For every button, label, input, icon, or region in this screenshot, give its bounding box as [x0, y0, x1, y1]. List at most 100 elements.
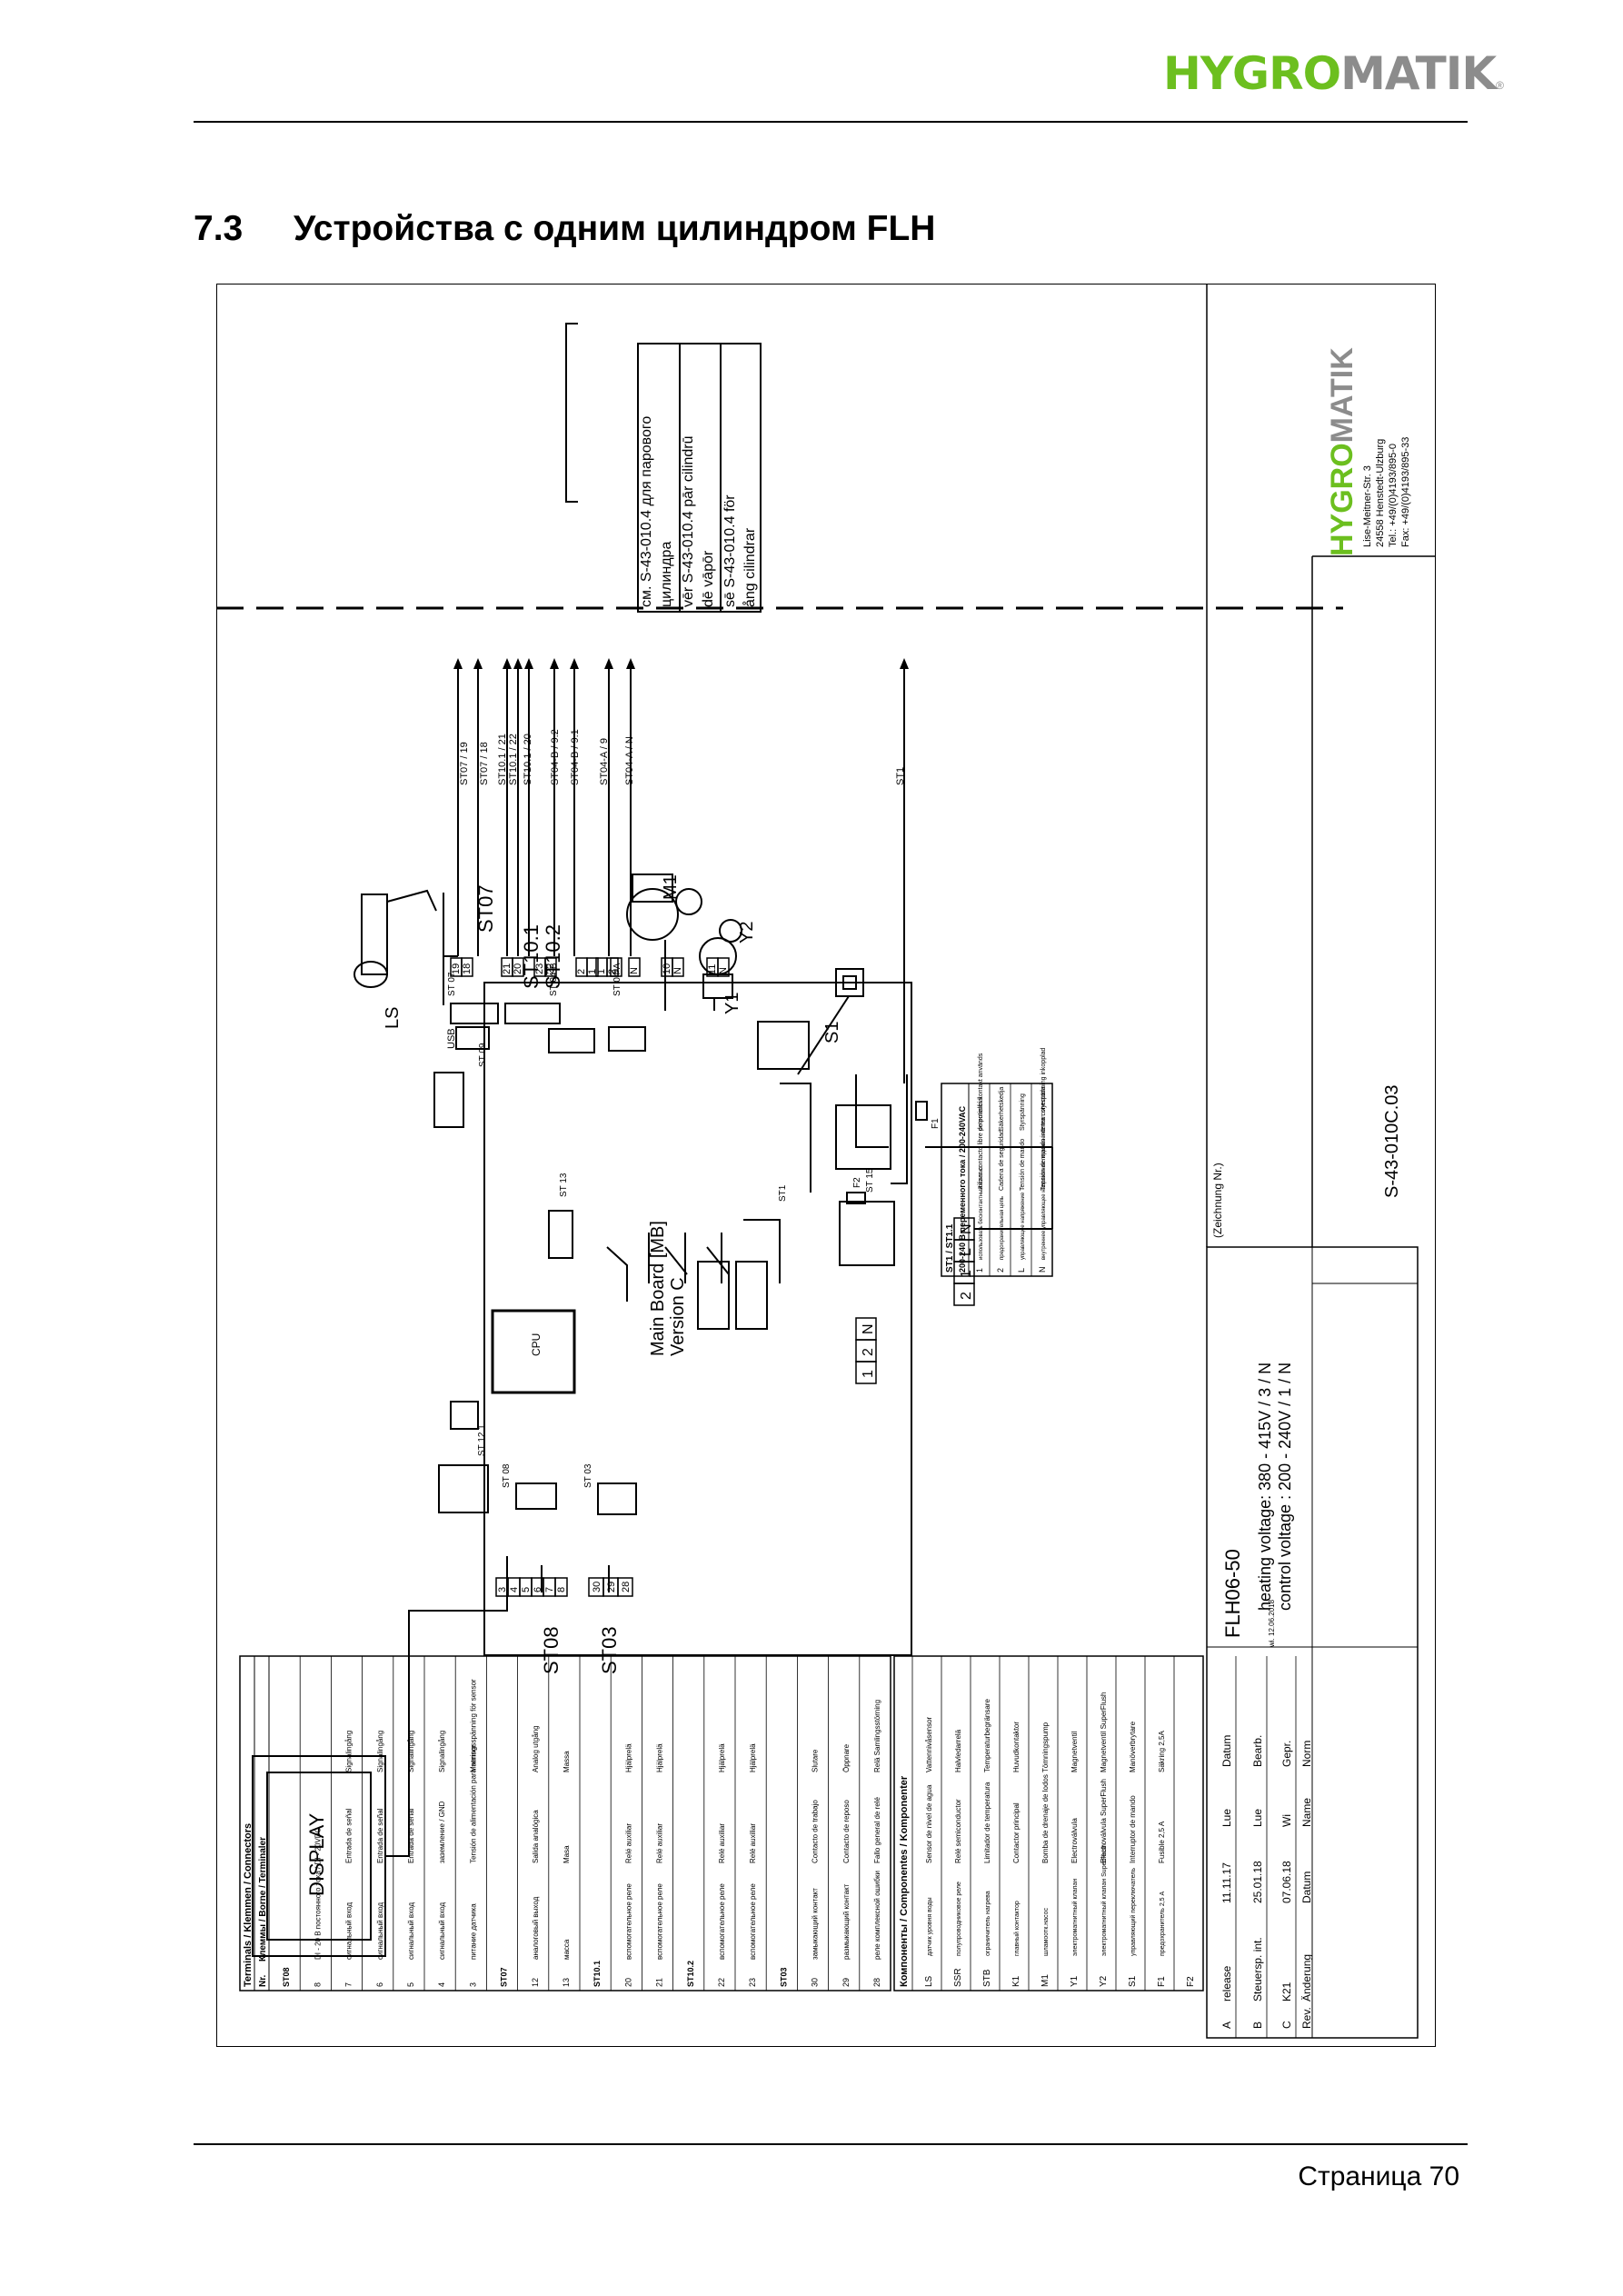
pump-m1 — [626, 873, 702, 1011]
terminal-table-cell: 13 — [562, 1978, 571, 1987]
components-table-cell: управляющий переключатель — [1130, 1868, 1137, 1956]
board-st1-label: ST1 — [778, 1184, 788, 1202]
st03-header — [597, 1482, 637, 1515]
terminal-label: N — [861, 1323, 876, 1334]
terminal-table-cell: ST03 — [779, 1967, 788, 1987]
note-line: цилиндра — [659, 542, 674, 607]
terminal-label: 20 — [513, 963, 523, 974]
cpu-chip — [491, 1309, 576, 1394]
terminal-table-cell: Relä Samlingsstörning — [873, 1700, 881, 1772]
terminal-label: 2 — [861, 1348, 876, 1356]
terminal-label: 2 — [607, 969, 618, 974]
revision-cell: A — [1220, 2021, 1233, 2029]
terminal-box — [628, 957, 641, 977]
terminal-table-cell: 21 — [655, 1978, 664, 1987]
components-table-cell: Limitador de temperatura — [983, 1782, 991, 1863]
terminal-box — [512, 957, 524, 977]
terminal-label: 8 — [556, 1587, 567, 1592]
st1-table-cell: utilizar contacto libre de potencial — [978, 1096, 984, 1191]
components-table-cell: Magnetventil — [1070, 1731, 1079, 1772]
revision-header: Änderung — [1300, 1954, 1313, 2002]
terminal-label: 7 — [544, 1587, 555, 1592]
components-table-cell: Temperaturbegränsare — [983, 1699, 991, 1772]
terminal-table-cell: Signalingång — [345, 1731, 353, 1772]
display-label: DISPLAY — [305, 1812, 328, 1896]
board-name: Main Board [MB] — [648, 1221, 668, 1356]
terminal-table-cell: сигнальный вход — [345, 1902, 353, 1960]
st09-header — [455, 1026, 490, 1050]
terminal-table-cell: Analog utgång — [532, 1725, 540, 1772]
st1-table-cell: 1 — [975, 1268, 984, 1273]
terminal-table-cell: 3 — [468, 1982, 477, 1987]
components-table-cell: электромагнитный клапан — [1071, 1879, 1079, 1956]
components-table-cell: Contactor principal — [1012, 1802, 1021, 1863]
revision-cell: Lue — [1220, 1809, 1233, 1827]
ls-label: LS — [383, 1007, 403, 1029]
wire-label: ST04-A / N — [624, 736, 635, 785]
terminal-table-cell: Masa — [563, 1845, 571, 1863]
valve-y1-y2 — [699, 919, 742, 1011]
components-table-cell: K1 — [1011, 1975, 1021, 1987]
st1-table-cell: Säkerhetskedja — [999, 1087, 1005, 1131]
components-table-cell: Magnetventil SuperFlush — [1100, 1692, 1108, 1773]
terminal-label: L — [959, 1248, 974, 1256]
terminal-table-cell: сигнальный вход — [376, 1902, 384, 1960]
components-table-cell: F2 — [1186, 1976, 1196, 1987]
terminal-table-cell: вспомогательное реле — [656, 1883, 664, 1960]
components-table-cell: Halvledarrelä — [954, 1729, 962, 1772]
terminal-table-cell: питание датчика — [469, 1903, 477, 1960]
title-block-logo: HYGROMATIK — [1325, 347, 1359, 556]
components-table-cell: S1 — [1128, 1975, 1138, 1987]
st07-connector-label: ST07 — [474, 884, 497, 933]
components-table-cell: Interruptor de mando — [1129, 1795, 1137, 1863]
terminal-table-cell: ST10.1 — [592, 1961, 602, 1987]
revision-cell: 07.06.18 — [1280, 1861, 1293, 1903]
revision-cell: Wi — [1280, 1814, 1293, 1827]
components-table-cell: ограничитель нагрева — [985, 1891, 991, 1956]
page-number: Страница 70 — [1298, 2161, 1459, 2191]
st1-table-cell: Cadena de seguridad — [999, 1130, 1005, 1191]
components-table-cell: F1 — [1157, 1976, 1167, 1987]
terminal-box — [461, 957, 473, 977]
terminal-box — [717, 957, 730, 977]
terminal-table-cell: ST10.2 — [686, 1961, 695, 1987]
revision-cell: C — [1280, 2021, 1293, 2029]
voltage-heating: heating voltage: 380 - 415V / 3 / N — [1256, 1363, 1274, 1611]
terminal-label: 19 — [451, 963, 462, 974]
components-table-cell: Manöverbrytare — [1129, 1721, 1137, 1772]
board-usb-label: USB — [446, 1028, 457, 1049]
footer-rule — [194, 2143, 1468, 2145]
terminal-table-cell: Entrada de señal — [376, 1808, 384, 1863]
terminal-table-title: Terminals / Klemmen / Connectors — [243, 1823, 254, 1987]
terminal-table-cell: 4 — [437, 1982, 446, 1987]
terminal-table-cell: 8 — [313, 1982, 322, 1987]
st10-2-connector-label: ST10.2 — [542, 924, 564, 989]
bearb-date: wi. 12.06.2018 — [1268, 1599, 1276, 1648]
revision-header: Datum — [1300, 1872, 1313, 1903]
terminal-table-cell: Signalingång — [438, 1731, 446, 1772]
revision-cell: 25.01.18 — [1251, 1861, 1264, 1903]
terminal-table-cell: Matningsspänning för sensor — [469, 1679, 477, 1772]
terminal-table-cell: заземление / GND — [438, 1801, 446, 1863]
components-table-cell: Electroválvula SuperFlush — [1100, 1779, 1108, 1863]
board-st09-label: ST 09 — [478, 1043, 488, 1067]
note-box — [637, 343, 762, 613]
terminal-table-cell: Relé auxiliar — [749, 1823, 757, 1863]
st03-connector-label: ST03 — [598, 1626, 621, 1674]
revision-header: Norm — [1300, 1741, 1313, 1767]
terminal-table-cell: Relé auxiliar — [656, 1823, 664, 1863]
terminal-table-cell: 7 — [344, 1982, 353, 1987]
board-st07-label: ST 07 — [447, 972, 457, 996]
switch-s1 — [797, 968, 864, 1075]
st13-header — [548, 1210, 573, 1259]
st1-table-title: ST1 / ST1.1 — [945, 1223, 955, 1273]
terminal-table-cell: Massa — [563, 1751, 571, 1772]
terminal-table-cell: аналоговый выход — [532, 1896, 540, 1960]
wire-label: ST1 — [895, 767, 906, 785]
wire-label: ST04-A / 9 — [599, 738, 610, 785]
revision-cell: Lue — [1251, 1809, 1264, 1827]
st1-table-cell: использовать бесконтактный контакт — [978, 1165, 984, 1260]
st15-header — [839, 1201, 895, 1266]
